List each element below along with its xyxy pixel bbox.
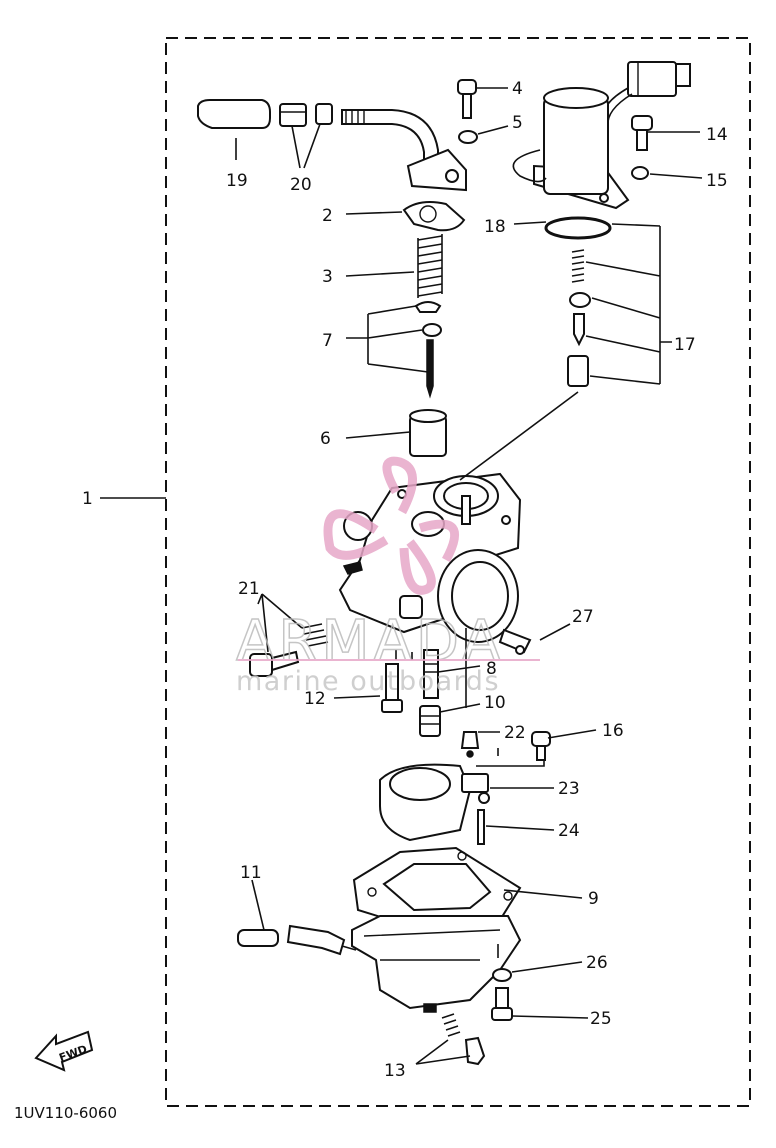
part-5-washer [458, 130, 478, 144]
callout-9: 9 [588, 889, 599, 909]
part-6-slide [409, 409, 447, 457]
part-4-screw [457, 79, 477, 119]
callout-21: 21 [238, 579, 260, 599]
leader-lines [100, 87, 703, 1065]
part-16-screw [531, 731, 551, 761]
part-19-cap [197, 99, 271, 129]
part-13-screw [441, 1013, 486, 1066]
part-15-washer [631, 166, 649, 180]
callout-26: 26 [586, 953, 608, 973]
part-connector [602, 61, 691, 127]
callout-2: 2 [322, 206, 333, 226]
callout-16: 16 [602, 721, 624, 741]
part-17-set [567, 249, 591, 387]
watermark-flower-logo [323, 456, 460, 595]
part-12-jet [381, 663, 403, 713]
assembly-frame [165, 37, 751, 1107]
callout-19: 19 [226, 171, 248, 191]
callout-labels: 1 2 3 4 5 6 7 8 9 10 11 12 13 14 15 16 1… [82, 79, 728, 1081]
callout-10: 10 [484, 693, 506, 713]
callout-13: 13 [384, 1061, 406, 1081]
part-27-screw [498, 628, 532, 655]
callout-23: 23 [558, 779, 580, 799]
part-10-jet [419, 705, 441, 737]
part-18-oring [544, 216, 612, 240]
callout-5: 5 [512, 113, 523, 133]
callout-7: 7 [322, 331, 333, 351]
callout-24: 24 [558, 821, 580, 841]
part-14-screw [631, 115, 653, 151]
part-25-screw [491, 987, 513, 1021]
part-elbow-pipe [341, 109, 467, 192]
part-24-pin [477, 809, 485, 845]
part-26-washer [492, 968, 512, 982]
part-11-hose [237, 924, 357, 956]
callout-22: 22 [504, 723, 526, 743]
callout-8: 8 [486, 659, 497, 679]
callout-20: 20 [290, 175, 312, 195]
callout-15: 15 [706, 171, 728, 191]
part-float-bowl [351, 915, 522, 1013]
callout-6: 6 [320, 429, 331, 449]
callout-4: 4 [512, 79, 523, 99]
part-solenoid [512, 87, 630, 210]
part-3-spring [417, 234, 443, 300]
part-20-nuts [279, 103, 333, 127]
callout-25: 25 [590, 1009, 612, 1029]
fwd-arrow: FWD [34, 1030, 94, 1072]
part-23-float [379, 763, 490, 842]
part-2-gasket [402, 201, 466, 232]
part-1-carburetor-body [338, 472, 522, 643]
callout-18: 18 [484, 217, 506, 237]
armada-watermark: ARMADA marine outboards [235, 456, 540, 697]
callout-14: 14 [706, 125, 728, 145]
watermark-brand: ARMADA [236, 609, 504, 674]
callout-1: 1 [82, 489, 93, 509]
callout-17: 17 [674, 335, 696, 355]
part-9-gasket [352, 846, 522, 928]
callout-12: 12 [304, 689, 326, 709]
part-22-valve [460, 731, 480, 758]
callout-27: 27 [572, 607, 594, 627]
part-7-needle [414, 301, 442, 399]
diagram-code: 1UV110-6060 [14, 1104, 117, 1122]
watermark-tagline: marine outboards [236, 666, 500, 697]
callout-3: 3 [322, 267, 333, 287]
part-8-jet [423, 649, 439, 699]
callout-11: 11 [240, 863, 262, 883]
